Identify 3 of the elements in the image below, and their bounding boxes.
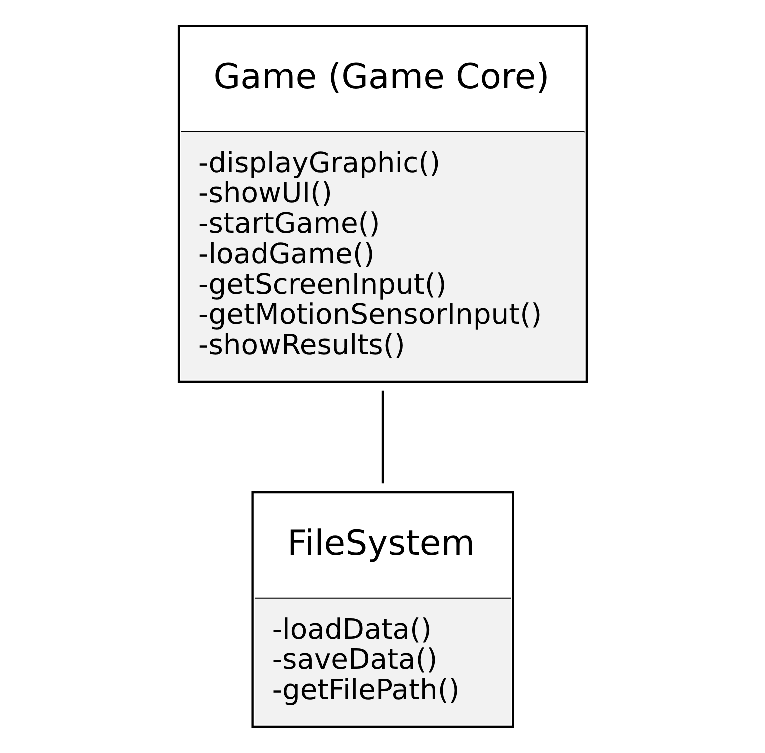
node-box: Game (Game Core) -displayGraphic() -showUI() -startGame() -loadGame() -getScreenInput() -getMotionSensorInput() -showResults() — [177, 25, 588, 383]
node-box: FileSystem -loadData() -saveData() -getFilePath() — [251, 492, 514, 728]
connector — [381, 390, 384, 484]
